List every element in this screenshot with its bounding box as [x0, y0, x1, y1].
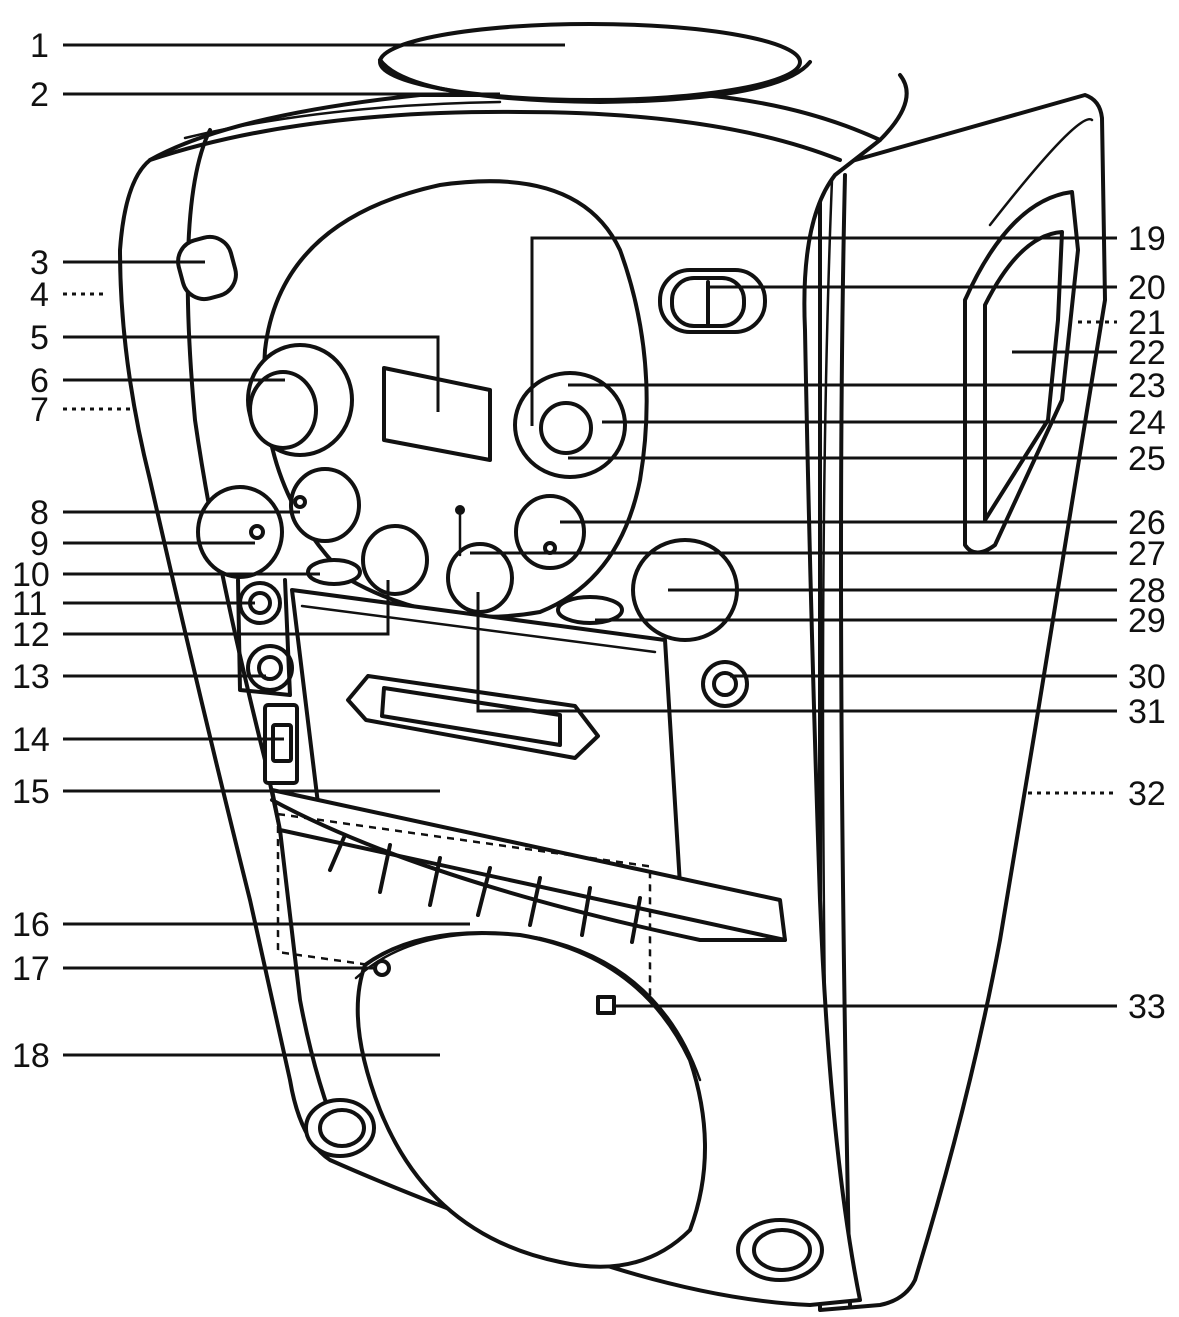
callout-3: 3 — [30, 244, 49, 282]
callout-28: 28 — [1128, 572, 1166, 610]
knob-12[interactable] — [361, 524, 429, 596]
indicator-led — [455, 505, 465, 515]
callout-16: 16 — [12, 906, 50, 944]
callout-13: 13 — [12, 658, 50, 696]
oval-button-29[interactable] — [556, 595, 624, 625]
transport-strip-base — [270, 798, 787, 942]
leader-19 — [530, 236, 1117, 426]
leader-lines — [63, 43, 1117, 1057]
foot-left-inner — [318, 1108, 366, 1148]
round-button-center[interactable] — [539, 401, 593, 455]
top-bevel — [148, 109, 842, 162]
callout-33: 33 — [1128, 988, 1166, 1026]
callout-26: 26 — [1128, 504, 1166, 542]
callout-18: 18 — [12, 1037, 50, 1075]
callout-23: 23 — [1128, 367, 1166, 405]
callout-15: 15 — [12, 773, 50, 811]
callout-19: 19 — [1128, 220, 1166, 258]
callout-25: 25 — [1128, 440, 1166, 478]
top-lid-rim — [378, 58, 812, 104]
callout-6: 6 — [30, 362, 49, 400]
jack-30-inner — [712, 671, 738, 697]
leader-12 — [63, 580, 390, 636]
callout-11: 11 — [12, 585, 47, 623]
callout-2: 2 — [30, 76, 49, 114]
side-panel-rear-edge — [988, 117, 1094, 227]
callout-8: 8 — [30, 494, 49, 532]
callout-1: 1 — [30, 27, 49, 65]
callout-31: 31 — [1128, 693, 1166, 731]
callout-14: 14 — [12, 721, 50, 759]
jack-13-inner — [257, 655, 283, 681]
callout-22: 22 — [1128, 334, 1166, 372]
volume-knob-face — [248, 370, 318, 450]
oval-button-10[interactable] — [306, 558, 362, 586]
knob-9-indicator — [249, 524, 265, 540]
leader-5 — [63, 335, 440, 412]
callout-17: 17 — [12, 950, 50, 988]
callout-30: 30 — [1128, 658, 1166, 696]
callout-10: 10 — [12, 556, 50, 594]
callout-27: 27 — [1128, 535, 1166, 573]
callout-12: 12 — [12, 616, 50, 654]
leader-31 — [476, 592, 1117, 713]
knob-8[interactable] — [289, 467, 361, 543]
side-handle-inner — [983, 230, 1064, 522]
knob-26[interactable] — [514, 494, 586, 570]
callout-9: 9 — [30, 525, 49, 563]
sensor-33 — [596, 995, 616, 1015]
callout-32: 32 — [1128, 775, 1166, 813]
device-illustration — [118, 22, 1107, 1312]
callout-4: 4 — [30, 276, 49, 314]
knob-8-indicator — [293, 495, 307, 509]
display-window — [382, 366, 492, 462]
callout-21: 21 — [1128, 304, 1166, 342]
callout-24: 24 — [1128, 404, 1166, 442]
callout-20: 20 — [1128, 269, 1166, 307]
cassette-window-inner — [380, 686, 562, 747]
speaker-rim — [354, 932, 702, 1082]
left-top-button[interactable] — [173, 232, 241, 304]
callout-labels: 1 2 3 4 5 6 7 8 9 10 11 12 13 14 15 16 1… — [12, 27, 1166, 1075]
callout-29: 29 — [1128, 602, 1166, 640]
callout-5: 5 — [30, 319, 49, 357]
switch-14-lever[interactable] — [271, 723, 293, 763]
knob-27[interactable] — [446, 542, 514, 614]
top-right-bevel — [878, 73, 909, 142]
side-panel-edge — [839, 173, 852, 1307]
transport-button-dividers — [328, 833, 642, 944]
knob-9[interactable] — [196, 485, 284, 579]
top-bevel-inner — [183, 100, 502, 140]
foot-right-inner — [752, 1228, 812, 1272]
screw-17 — [373, 959, 391, 977]
callout-7: 7 — [30, 391, 49, 429]
